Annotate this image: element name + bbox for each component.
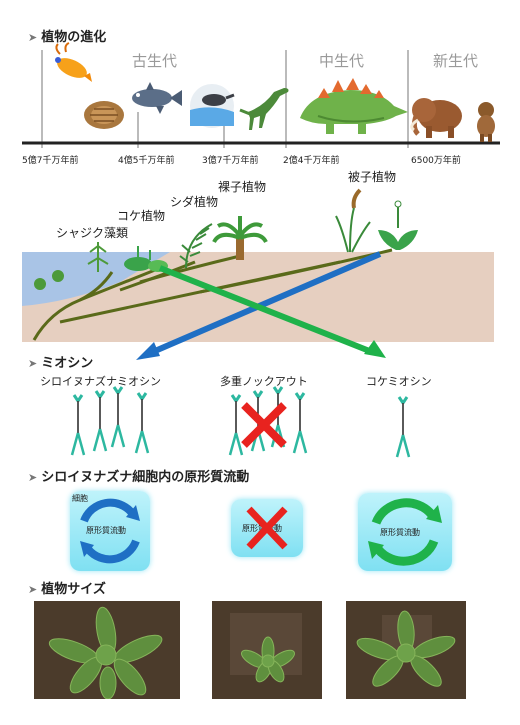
plant-evolution-diagram bbox=[22, 188, 494, 360]
early-human-icon bbox=[477, 102, 495, 142]
cell-knockout: 原形質流動 bbox=[231, 499, 303, 557]
mammoth-icon bbox=[410, 98, 462, 138]
cycad-icon bbox=[212, 216, 268, 260]
timeline-tick-label: 3億7千万年前 bbox=[202, 156, 259, 166]
grass-icon bbox=[335, 188, 371, 253]
plant-photo-moss-myosin bbox=[346, 601, 466, 699]
timeline-tick-label: 4億5千万年前 bbox=[118, 156, 175, 166]
streaming-label: 原形質流動 bbox=[86, 526, 126, 535]
streaming-label: 原形質流動 bbox=[380, 528, 420, 537]
timeline-tick-label: 5億7千万年前 bbox=[22, 156, 79, 166]
flowering-plant-icon bbox=[378, 200, 418, 250]
charophyte-icon bbox=[34, 242, 109, 290]
plant-label-fern: シダ植物 bbox=[170, 195, 219, 209]
fern-icon bbox=[179, 223, 213, 269]
timeline-diagram bbox=[22, 42, 500, 148]
triangle-bullet-icon: ➤ bbox=[28, 583, 38, 596]
plant-photo-arabidopsis bbox=[34, 601, 180, 699]
timeline-tick-label: 6500万年前 bbox=[411, 156, 461, 166]
anomalocaris-icon bbox=[55, 42, 92, 82]
blue-cycle-arrows-icon bbox=[80, 498, 140, 564]
myosin-label-knockout: 多重ノックアウト bbox=[220, 375, 308, 388]
stegosaurus-icon bbox=[300, 78, 408, 134]
myosin-knockout-icon bbox=[228, 385, 308, 457]
triangle-bullet-icon: ➤ bbox=[28, 471, 38, 484]
raptor-dinosaur-icon bbox=[239, 88, 289, 130]
green-cycle-arrows-icon bbox=[368, 498, 442, 566]
era-label-cenozoic: 新生代 bbox=[433, 52, 479, 70]
myosin-label-arabidopsis: シロイヌナズナミオシン bbox=[40, 375, 161, 388]
timeline-tick-label: 2億4千万年前 bbox=[283, 156, 340, 166]
cell-label: 細胞 bbox=[72, 494, 88, 503]
section-title-myosin: ➤ミオシン bbox=[28, 356, 94, 371]
myosin-arabidopsis-icon bbox=[70, 385, 150, 457]
early-tetrapod-icon bbox=[190, 84, 235, 128]
blue-arrow-line bbox=[146, 251, 382, 357]
blue-arrow-head bbox=[136, 342, 160, 360]
red-cross-icon bbox=[246, 506, 288, 550]
green-arrow-line bbox=[158, 265, 374, 355]
green-arrow-head bbox=[364, 340, 386, 358]
red-cross-icon bbox=[241, 402, 287, 448]
cell-arabidopsis: 細胞 原形質流動 bbox=[70, 491, 150, 571]
myosin-label-moss: コケミオシン bbox=[366, 375, 432, 388]
section-title-size: ➤植物サイズ bbox=[28, 582, 106, 597]
section-title-evolution: ➤植物の進化 bbox=[28, 30, 107, 45]
plant-label-angiosperm: 被子植物 bbox=[348, 170, 397, 184]
era-label-mesozoic: 中生代 bbox=[319, 52, 365, 70]
triangle-bullet-icon: ➤ bbox=[28, 31, 38, 44]
coelacanth-icon bbox=[132, 82, 182, 114]
plant-label-moss: コケ植物 bbox=[117, 209, 166, 223]
trilobite-icon bbox=[84, 101, 124, 129]
triangle-bullet-icon: ➤ bbox=[28, 357, 38, 370]
cell-moss: 原形質流動 bbox=[358, 493, 452, 571]
myosin-moss-icon bbox=[395, 395, 411, 459]
plant-label-gymnosperm: 裸子植物 bbox=[218, 180, 267, 194]
section-title-streaming: ➤シロイヌナズナ細胞内の原形質流動 bbox=[28, 470, 250, 485]
myosin-molecules bbox=[70, 385, 411, 459]
era-label-paleozoic: 古生代 bbox=[132, 52, 178, 70]
plant-photo-knockout bbox=[212, 601, 322, 699]
plant-label-charophyte: シャジク藻類 bbox=[56, 226, 129, 240]
